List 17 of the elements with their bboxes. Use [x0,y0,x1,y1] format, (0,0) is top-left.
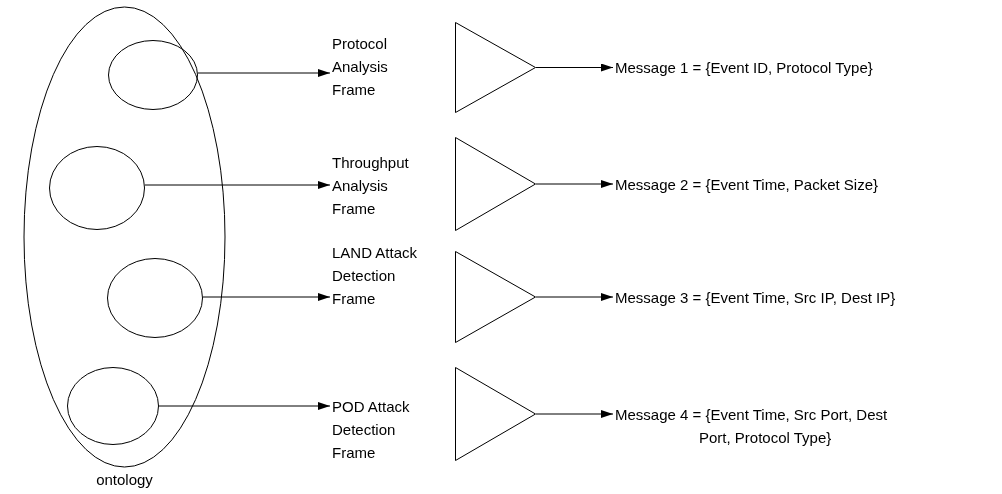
arrow [535,63,614,72]
arrow [197,69,331,77]
arrow [158,402,331,410]
frame-label: Protocol Analysis Frame [332,34,389,100]
group-label: ontology [95,470,154,490]
arrow [535,410,614,418]
frame-label: LAND Attack Detection Frame [332,243,419,309]
arrow [535,180,614,188]
arrow [144,181,331,189]
message-text: Message 2 = {Event Time, Packet Size} [615,175,880,195]
message-text: Message 1 = {Event ID, Protocol Type} [615,58,874,78]
frame-label: Throughput Analysis Frame [332,153,410,219]
arrow [202,293,331,301]
message-text: Message 4 = {Event Time, Src Port, Dest Port, Protocol Type} [615,405,889,448]
message-text: Message 3 = {Event Time, Src IP, Dest IP} [615,288,897,308]
frame-label: POD Attack Detection Frame [332,397,411,463]
arrow [535,293,614,301]
